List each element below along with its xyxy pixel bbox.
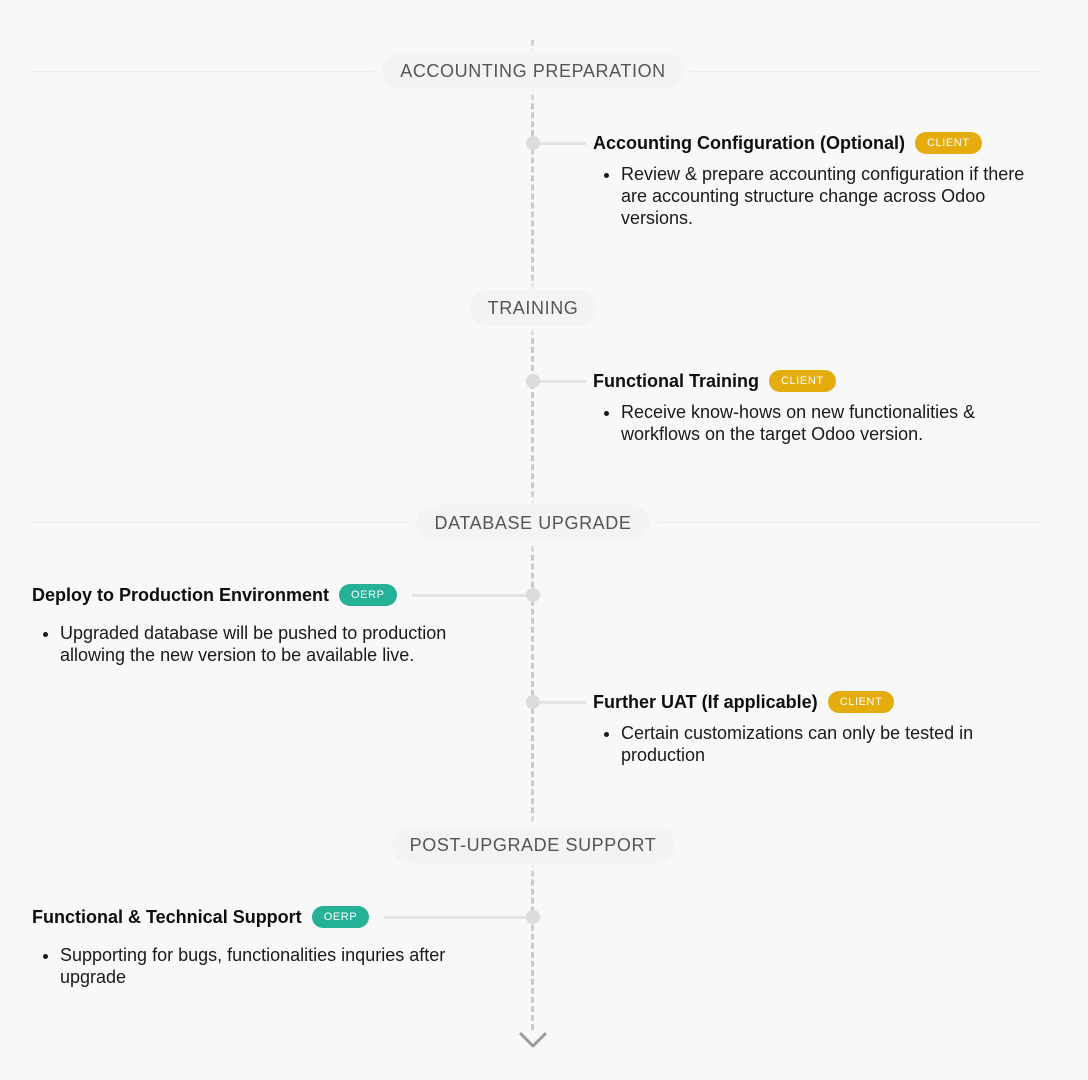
- timeline-item: Accounting Configuration (Optional) CLIE…: [593, 132, 1043, 229]
- node-connector: [412, 594, 526, 597]
- timeline-node: [526, 588, 540, 602]
- timeline-node: [526, 695, 540, 709]
- timeline-node: [526, 374, 540, 388]
- section-accounting-preparation: ACCOUNTING PREPARATION: [382, 53, 684, 89]
- bullet-item: Review & prepare accounting configuratio…: [621, 163, 1043, 229]
- section-training: TRAINING: [469, 290, 597, 326]
- timeline-node: [526, 136, 540, 150]
- item-bullets: Receive know-hows on new functionalities…: [593, 401, 1043, 445]
- item-bullets: Certain customizations can only be teste…: [593, 722, 1043, 766]
- owner-badge: OERP: [311, 906, 370, 928]
- timeline-node: [526, 910, 540, 924]
- item-bullets: Review & prepare accounting configuratio…: [593, 163, 1043, 229]
- section-database-upgrade: DATABASE UPGRADE: [416, 505, 650, 541]
- bullet-item: Certain customizations can only be teste…: [621, 722, 1043, 766]
- item-title: Functional & Technical Support: [32, 906, 302, 927]
- node-connector: [540, 701, 586, 704]
- owner-badge: OERP: [339, 584, 397, 606]
- section-post-upgrade-support: POST-UPGRADE SUPPORT: [391, 827, 675, 863]
- node-connector: [540, 142, 586, 145]
- item-bullets: Upgraded database will be pushed to prod…: [32, 622, 502, 666]
- item-bullets: Supporting for bugs, functionalities inq…: [32, 944, 502, 988]
- timeline-item: Deploy to Production Environment OERP Up…: [32, 584, 502, 666]
- owner-badge: CLIENT: [769, 370, 836, 392]
- chevron-down-icon: [519, 1032, 547, 1048]
- node-connector: [540, 380, 586, 383]
- timeline-item: Further UAT (If applicable) CLIENT Certa…: [593, 691, 1043, 766]
- timeline-item: Functional & Technical Support OERP Supp…: [32, 906, 502, 988]
- bullet-item: Upgraded database will be pushed to prod…: [60, 622, 502, 666]
- owner-badge: CLIENT: [827, 691, 895, 713]
- node-connector: [384, 916, 526, 919]
- bullet-item: Receive know-hows on new functionalities…: [621, 401, 1043, 445]
- owner-badge: CLIENT: [914, 132, 982, 154]
- timeline-item: Functional Training CLIENT Receive know-…: [593, 370, 1043, 445]
- item-title: Deploy to Production Environment: [32, 584, 330, 605]
- item-title: Further UAT (If applicable): [593, 691, 818, 712]
- bullet-item: Supporting for bugs, functionalities inq…: [60, 944, 502, 988]
- item-title: Functional Training: [593, 370, 759, 391]
- item-title: Accounting Configuration (Optional): [593, 132, 905, 153]
